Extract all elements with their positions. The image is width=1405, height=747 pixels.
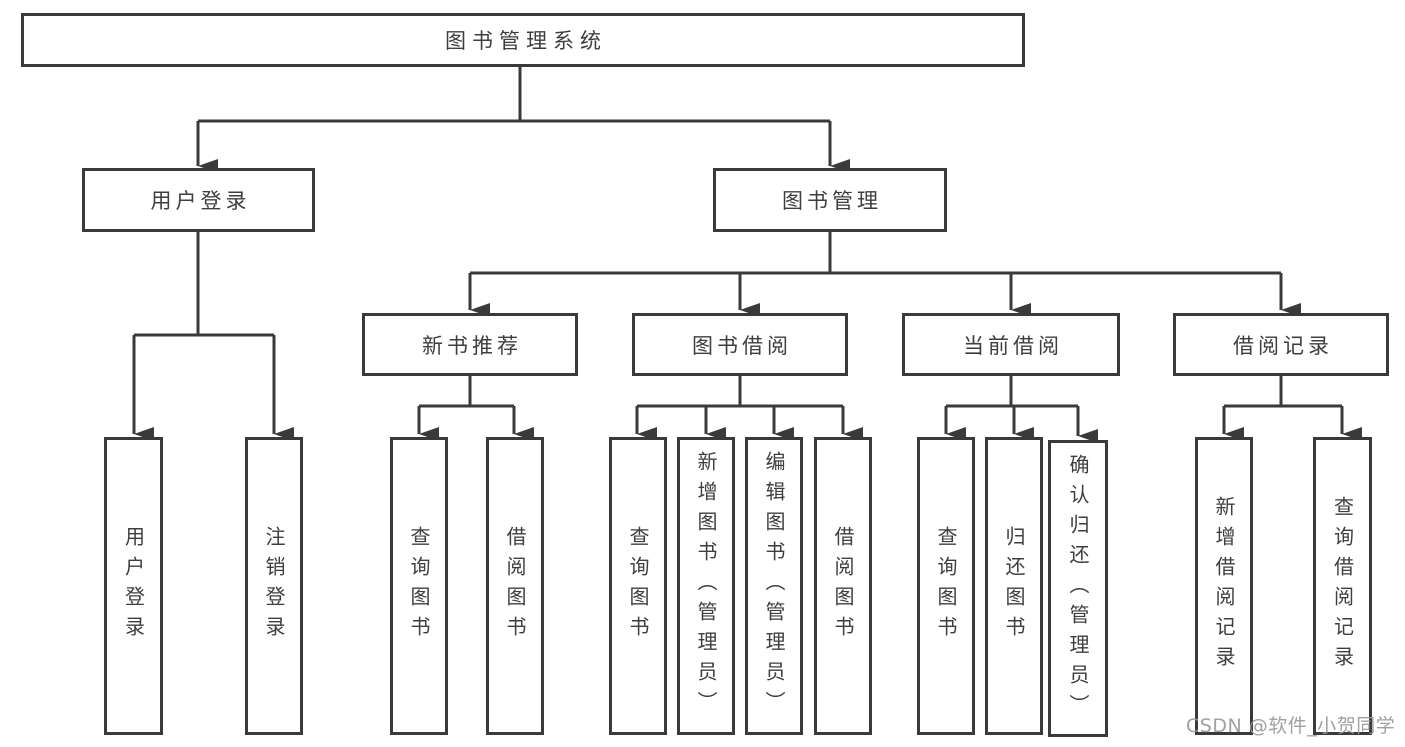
leaf-borrow-books-2: 借阅图书 [814, 437, 872, 735]
leaf-borrow-books-recommend: 借阅图书 [486, 437, 544, 735]
node-label: 图书管理 [782, 189, 882, 213]
node-label: 确认归还（管理员） [1066, 453, 1090, 724]
leaf-query-books-borrow: 查询图书 [609, 437, 667, 735]
node-label: 图书管理系统 [445, 29, 607, 53]
node-label: 查询图书 [626, 526, 650, 646]
leaf-logout: 注销登录 [245, 437, 303, 735]
node-user-login: 用户登录 [82, 168, 315, 232]
node-label: 用户登录 [150, 189, 251, 213]
node-label: 新书推荐 [422, 333, 522, 358]
node-label: 查询借阅记录 [1330, 496, 1355, 676]
wire-book-borrow [637, 374, 843, 408]
leaf-query-borrow-record: 查询借阅记录 [1313, 437, 1372, 735]
node-book-management: 图书管理 [713, 168, 947, 232]
node-root: 图书管理系统 [21, 13, 1025, 67]
node-label: 查询图书 [934, 526, 958, 646]
node-label: 注销登录 [262, 526, 286, 646]
watermark: CSDN @软件_小贺同学 [1186, 715, 1396, 737]
node-label: 借阅图书 [831, 526, 855, 646]
wire-book-management [470, 230, 1281, 275]
leaf-query-books-current: 查询图书 [917, 437, 975, 735]
node-borrow-records: 借阅记录 [1173, 313, 1389, 376]
node-label: 图书借阅 [692, 333, 792, 358]
node-label: 新增借阅记录 [1212, 496, 1236, 676]
node-label: 当前借阅 [963, 333, 1063, 358]
leaf-add-borrow-record: 新增借阅记录 [1195, 437, 1253, 735]
wire-root [198, 65, 830, 123]
node-label: 编辑图书（管理员） [762, 451, 786, 721]
node-current-borrow: 当前借阅 [902, 313, 1120, 376]
leaf-add-books-admin: 新增图书（管理员） [677, 437, 735, 735]
leaf-edit-books-admin: 编辑图书（管理员） [745, 437, 803, 735]
node-label: 查询图书 [407, 526, 431, 646]
node-book-borrow: 图书借阅 [632, 313, 848, 376]
leaf-confirm-return-admin: 确认归还（管理员） [1048, 440, 1108, 737]
node-label: 归还图书 [1002, 526, 1026, 646]
leaf-query-books-recommend: 查询图书 [390, 437, 448, 735]
wire-borrow-records [1224, 374, 1342, 408]
leaf-return-books: 归还图书 [985, 437, 1043, 735]
node-label: 借阅图书 [503, 526, 527, 646]
node-label: 借阅记录 [1233, 333, 1333, 358]
wire-user-login [134, 230, 274, 337]
node-label: 新增图书（管理员） [694, 451, 718, 721]
wire-new-book [419, 374, 514, 408]
node-label: 用户登录 [121, 526, 146, 646]
leaf-user-login: 用户登录 [104, 437, 163, 735]
node-new-book-recommend: 新书推荐 [362, 313, 578, 376]
wire-current-borrow [946, 374, 1078, 408]
